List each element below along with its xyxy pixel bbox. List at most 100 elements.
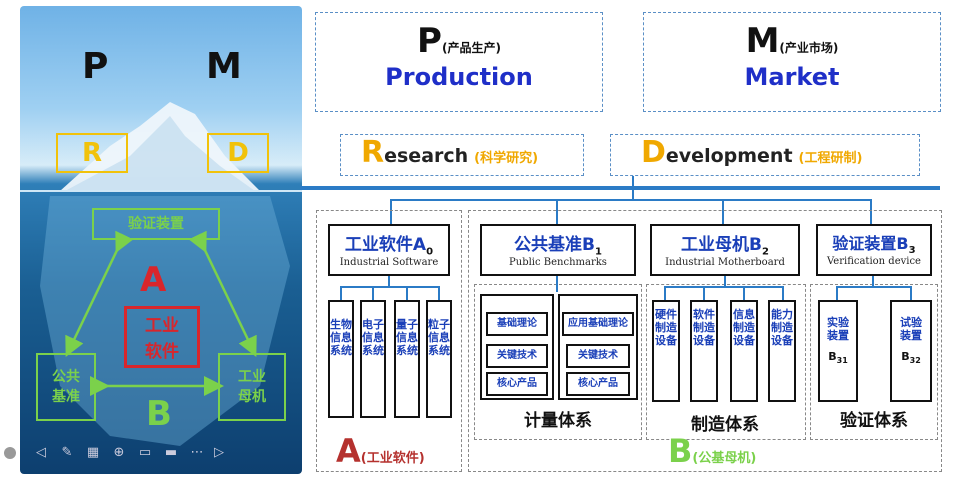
- bottom-a-letter: A: [336, 432, 361, 470]
- b2-en: Industrial Motherboard: [665, 257, 785, 269]
- card-b1: 公共基准B1 Public Benchmarks: [480, 224, 636, 276]
- b2-d1: [664, 286, 666, 300]
- production-label: Production: [385, 63, 533, 91]
- letter-p: P: [82, 46, 109, 87]
- zoom-icon[interactable]: ⊕: [113, 445, 125, 460]
- verification-box: 验证装置: [92, 208, 220, 240]
- toolbar-handle-icon[interactable]: [4, 447, 16, 459]
- bottom-a-cn: (工业软件): [360, 451, 425, 466]
- b3-child-2-code: B: [901, 350, 910, 363]
- research-r: R: [361, 135, 385, 170]
- a0-child-4: 粒子信息系统: [426, 300, 452, 418]
- b1-key-tech-2: 关键技术: [566, 344, 630, 368]
- b3-drop: [870, 199, 872, 225]
- group-a: [316, 210, 462, 472]
- bottom-b-label: B(公基母机): [668, 432, 756, 470]
- screen-icon[interactable]: ▭: [138, 445, 152, 460]
- r-box: R: [56, 133, 128, 173]
- letter-a: A: [140, 260, 167, 300]
- bottom-a-label: A(工业软件): [336, 432, 425, 470]
- development-cn: (工程研制): [798, 151, 863, 166]
- development-d: D: [641, 135, 666, 170]
- subtitle-icon[interactable]: ▬: [164, 445, 178, 460]
- a0-child-3: 量子信息系统: [394, 300, 420, 418]
- b2-hbar: [664, 286, 784, 288]
- b3-child-1-sub: 31: [836, 356, 848, 366]
- verification-system-label: 验证体系: [840, 411, 908, 431]
- research-cn: (科学研究): [474, 151, 539, 166]
- grid-icon[interactable]: ▦: [86, 445, 100, 460]
- b1-key-tech-1: 关键技术: [486, 344, 548, 368]
- a0-d3: [406, 286, 408, 300]
- slide-toolbar: ◁ ✎ ▦ ⊕ ▭ ▬ ⋯ ▷: [22, 438, 232, 468]
- bottom-b-cn: (公基母机): [692, 451, 757, 466]
- pen-icon[interactable]: ✎: [61, 445, 73, 460]
- research-box: Research (科学研究): [340, 134, 584, 176]
- a0-child-1: 生物信息系统: [328, 300, 354, 418]
- iceberg-panel: P M R D 验证装置 A 工业 软件 公共 基准 工业 母机 B: [20, 6, 302, 474]
- b3-d1: [836, 286, 838, 300]
- a0-hbar: [340, 286, 440, 288]
- a0-en: Industrial Software: [339, 257, 439, 269]
- b2-conn: [724, 276, 726, 286]
- b3-child-1-text: 实验装置: [827, 316, 849, 342]
- card-a0: 工业软件A0 Industrial Software: [328, 224, 450, 276]
- d-box: D: [207, 133, 269, 173]
- sub-bus-connector: [632, 190, 634, 200]
- b3-child-2: 试验装置 B32: [890, 300, 932, 402]
- b2-child-3: 信息制造设备: [730, 300, 758, 402]
- b3-child-1: 实验装置 B31: [818, 300, 858, 402]
- development-box: Development (工程研制): [610, 134, 920, 176]
- letter-m: M: [206, 46, 242, 87]
- b1-title: 公共基准B: [514, 235, 595, 255]
- b3-sub: 3: [908, 245, 916, 257]
- more-icon[interactable]: ⋯: [190, 445, 204, 460]
- b2-subgroup: [646, 284, 806, 440]
- a0-title: 工业软件A: [344, 235, 427, 255]
- b3-conn: [872, 276, 874, 286]
- b2-child-4: 能力制造设备: [768, 300, 796, 402]
- b1-sub: 1: [595, 246, 602, 258]
- b1-core-product-2: 核心产品: [566, 372, 630, 396]
- market-label: Market: [744, 63, 840, 91]
- b3-child-1-code: B: [828, 350, 837, 363]
- b2-d2: [703, 286, 705, 300]
- next-icon[interactable]: ▷: [214, 445, 224, 460]
- b3-title: 验证装置B: [832, 234, 909, 253]
- b1-subgroup: [474, 284, 642, 440]
- main-bus-line: [300, 186, 940, 190]
- metrology-system-label: 计量体系: [524, 411, 592, 431]
- b2-sub: 2: [762, 246, 769, 258]
- b3-child-2-sub: 32: [909, 356, 921, 366]
- group-b: [468, 210, 942, 472]
- sub-bus-line: [390, 199, 870, 201]
- a0-child-2: 电子信息系统: [360, 300, 386, 418]
- b3-child-2-text: 试验装置: [900, 316, 922, 342]
- b1-drop: [556, 199, 558, 225]
- prev-icon[interactable]: ◁: [36, 445, 46, 460]
- production-box: P(产品生产) Production: [315, 12, 603, 112]
- a0-d1: [340, 286, 342, 300]
- development-rest: evelopment: [665, 145, 793, 167]
- b1-conn: [556, 276, 558, 292]
- a0-d4: [438, 286, 440, 300]
- b2-child-2: 软件制造设备: [690, 300, 718, 402]
- a0-sub: 0: [426, 246, 434, 258]
- market-box: M(产业市场) Market: [643, 12, 941, 112]
- b1-applied-theory: 应用基础理论: [562, 312, 634, 336]
- b1-basic-theory: 基础理论: [486, 312, 548, 336]
- research-rest: esearch: [384, 145, 469, 167]
- b2-title: 工业母机B: [681, 235, 762, 255]
- green-arrows: [65, 230, 257, 396]
- p-cn: (产品生产): [441, 41, 501, 55]
- p-letter: P: [417, 21, 442, 61]
- a0-conn: [388, 276, 390, 286]
- a0-d2: [372, 286, 374, 300]
- b1-core-product-1: 核心产品: [486, 372, 548, 396]
- m-cn: (产业市场): [779, 41, 839, 55]
- manufacturing-system-label: 制造体系: [691, 415, 759, 435]
- letter-b: B: [146, 394, 172, 434]
- b3-hbar: [836, 286, 912, 288]
- dev-connector: [632, 176, 634, 188]
- b2-d4: [782, 286, 784, 300]
